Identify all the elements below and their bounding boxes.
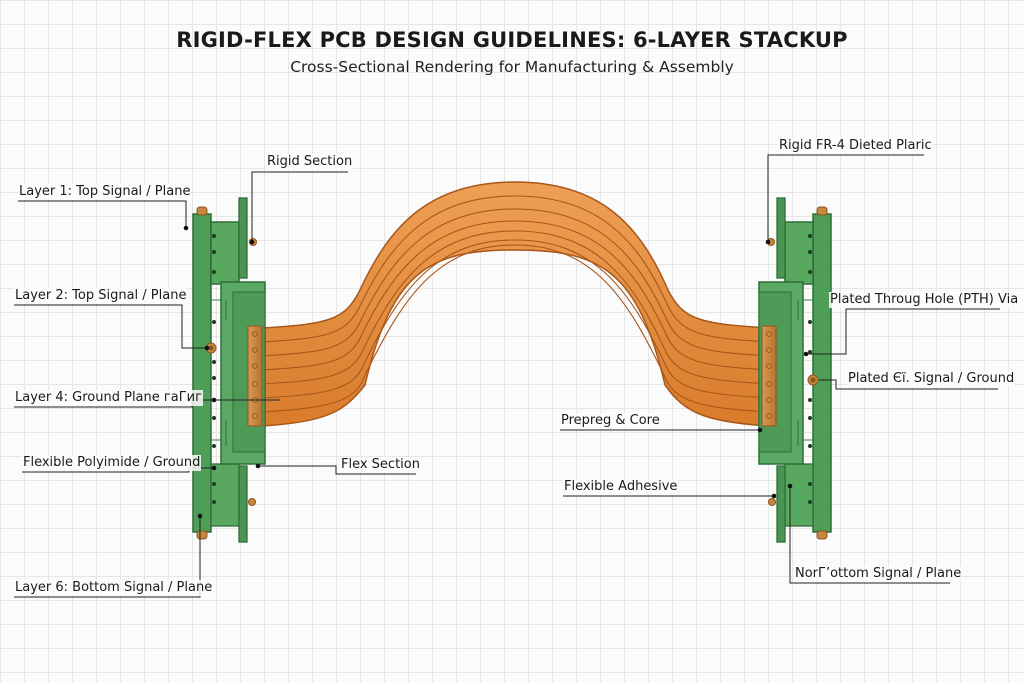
leader-layer1: [18, 200, 187, 226]
label-layer4: Layer 4: Ground Plane гаГиг: [14, 390, 203, 406]
left-copper-pad: [247, 325, 263, 427]
left-lower-stiffener: [238, 465, 248, 543]
diagram-subtitle: Cross-Sectional Rendering for Manufactur…: [290, 58, 734, 76]
label-bottom-signal: NorГ’ottom Signal / Plane: [794, 566, 963, 582]
left-copper-nubs: [196, 206, 257, 540]
label-flexible-polyimide: Flexible Polyimide / Ground: [22, 455, 202, 471]
label-layer2: Layer 2: Top Signal / Plane: [14, 288, 188, 304]
flex-ribbon-layers: [261, 195, 771, 413]
right-upper-stiffener: [776, 197, 786, 279]
label-prepreg-core: Prepreg & Core: [560, 413, 661, 429]
leader-pth-via: [806, 308, 1000, 355]
left-rigid-section: [192, 197, 266, 543]
label-rigid-fr4: Rigid FR-4 Dieted Plaric: [778, 138, 933, 154]
leader-flex-section: [258, 465, 416, 475]
right-outer-board: [812, 213, 832, 533]
right-pad-contacts: [766, 331, 772, 419]
label-flexible-adhesive: Flexible Adhesive: [563, 479, 679, 495]
leader-endpoints: [183, 225, 809, 519]
left-layer-lines: [211, 299, 227, 446]
flex-ribbon-body: [261, 181, 771, 427]
left-pad-contacts: [252, 331, 258, 419]
leader-rigid-fr4: [767, 154, 924, 240]
leader-bottom-signal: [789, 486, 950, 584]
flex-ribbon: [261, 181, 771, 427]
left-via-dots: [212, 234, 216, 504]
diagram-title: RIGID-FLEX PCB DESIGN GUIDELINES: 6-LAYE…: [176, 28, 848, 52]
right-via-dots: [808, 234, 812, 504]
right-lower-block: [784, 463, 814, 527]
label-plated-signal: Plated Єї. Signal / Ground: [847, 371, 1016, 387]
right-copper-pad: [761, 325, 777, 427]
right-layer-lines: [797, 299, 813, 446]
right-rigid-section: [758, 197, 832, 543]
right-copper-nubs: [767, 206, 828, 540]
leader-rigid-section: [251, 171, 348, 240]
label-pth-via: Plated Throug Hole (PTH) Via: [829, 292, 1020, 308]
leader-layer2: [14, 304, 207, 349]
left-lower-block: [210, 463, 240, 527]
leader-plated-signal: [819, 379, 998, 390]
label-layer6: Layer 6: Bottom Signal / Plane: [14, 580, 214, 596]
leader-layer6: [14, 516, 201, 598]
right-lower-stiffener: [776, 465, 786, 543]
left-outer-board: [192, 213, 212, 533]
label-layer1: Layer 1: Top Signal / Plane: [18, 184, 192, 200]
left-upper-stiffener: [238, 197, 248, 279]
label-flex-section: Flex Section: [340, 457, 421, 473]
label-rigid-section: Rigid Section: [266, 154, 354, 170]
